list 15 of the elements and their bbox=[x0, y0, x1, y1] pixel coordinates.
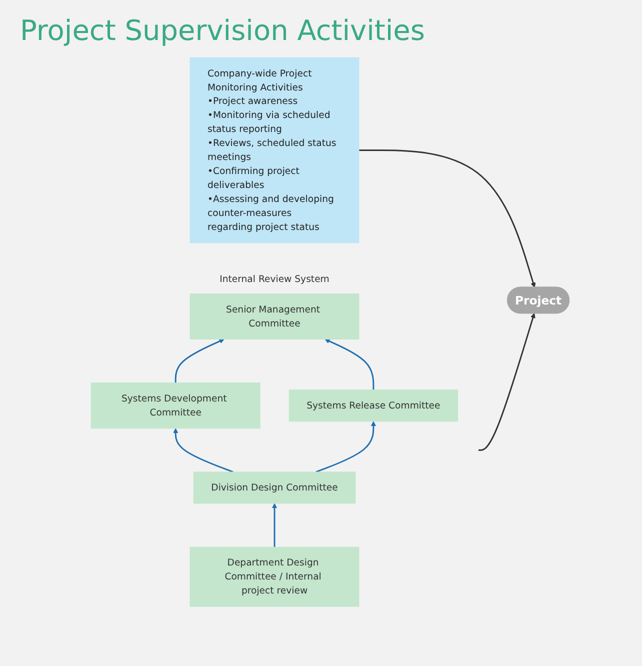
arrow bbox=[173, 428, 234, 473]
node-box: Systems Development Committee bbox=[90, 382, 260, 429]
arrow bbox=[272, 503, 278, 548]
node-box: Senior Management Committee bbox=[190, 294, 360, 340]
node-box: Systems Release Committee bbox=[288, 390, 458, 422]
arrow bbox=[478, 313, 536, 451]
arrow bbox=[316, 421, 376, 473]
arrow bbox=[358, 150, 536, 288]
arrow bbox=[174, 338, 224, 383]
node-text: Internal Review System bbox=[220, 273, 330, 284]
arrow bbox=[324, 338, 374, 390]
node-box: Company-wide Project Monitoring Activities •Project awareness •Monitoring via scheduled status reporting •Reviews, scheduled status meetings •Confirming project deliverables •Assessing and developing counter-measures regarding project status bbox=[190, 57, 360, 244]
diagram-title: Project Supervision Activities bbox=[20, 14, 426, 47]
node-box: Department Design Committee / Internal project review bbox=[190, 546, 360, 607]
node-box: Division Design Committee bbox=[193, 472, 356, 504]
